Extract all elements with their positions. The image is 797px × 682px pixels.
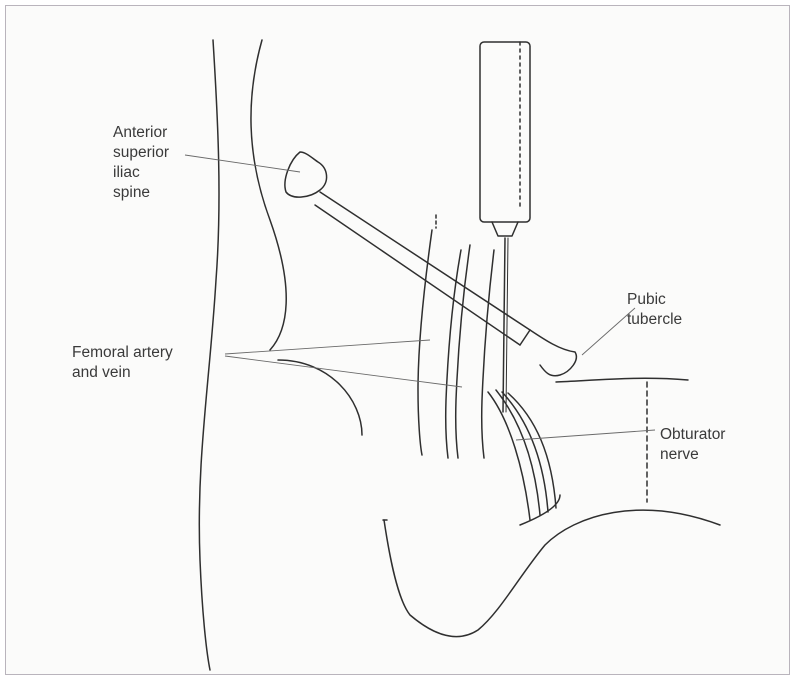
femoral-vein-right (482, 250, 494, 458)
label-pubic-tubercle: Pubic tubercle (627, 290, 682, 330)
label-anterior-superior-iliac-spine: Anterior superior iliac spine (113, 123, 169, 203)
hip-curve (278, 360, 362, 435)
label-obturator-nerve: Obturator nerve (660, 425, 725, 465)
needle (503, 238, 505, 412)
asis-bone (285, 152, 327, 197)
femoral-vein-left (456, 245, 470, 458)
label-femoral-artery-and-vein: Femoral artery and vein (72, 343, 173, 383)
inguinal-ligament-upper (320, 192, 530, 330)
lateral-body-contour (199, 40, 219, 670)
perineal-contour (384, 510, 720, 636)
ligament-end (520, 330, 530, 345)
syringe-barrel (480, 42, 530, 222)
pubic-ramus (556, 378, 688, 382)
needle-shadow (506, 238, 508, 412)
syringe-tip (492, 222, 518, 236)
iliac-contour (251, 40, 286, 350)
inguinal-ligament-lower (315, 205, 520, 345)
pubic-tubercle-shape (530, 330, 576, 376)
leader-femoral-1 (225, 340, 430, 354)
leader-asis (185, 155, 300, 172)
leader-femoral-2 (225, 356, 462, 387)
